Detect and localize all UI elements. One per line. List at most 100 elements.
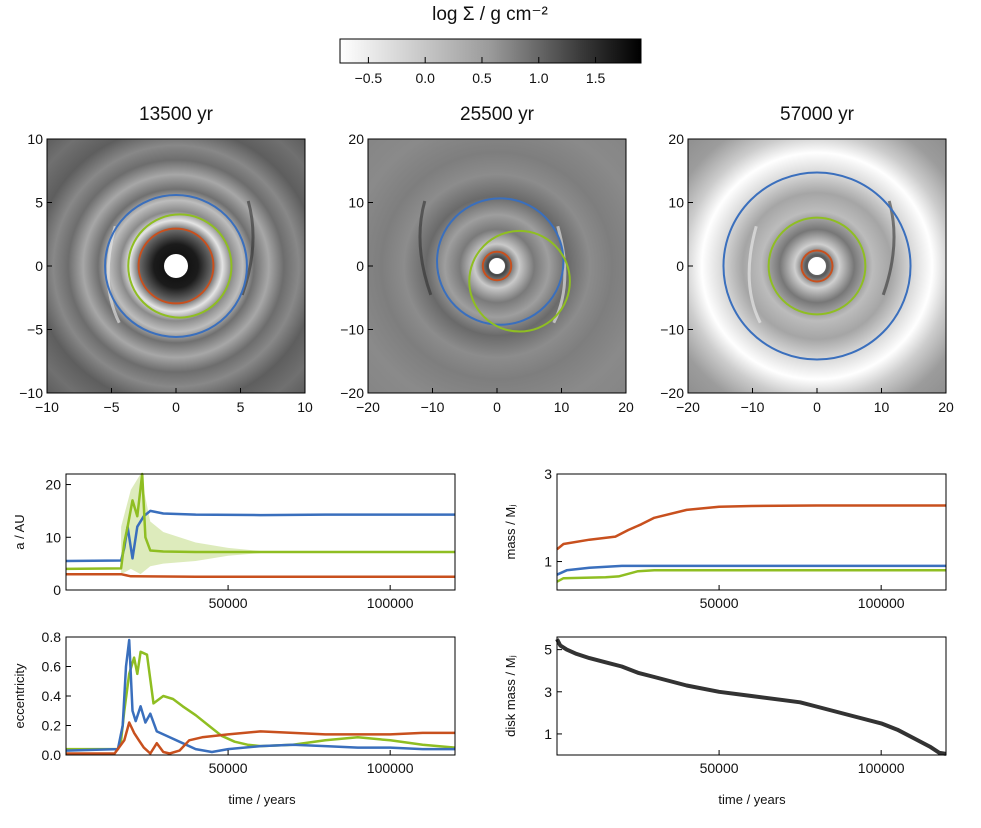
x-tick-label: 20 <box>938 399 954 415</box>
y-tick-label: 10 <box>668 195 684 211</box>
y-tick-label: 0.4 <box>42 688 62 704</box>
y-tick-label: 5 <box>35 195 43 211</box>
x-tick-label: 50000 <box>700 595 739 611</box>
x-tick-label: 10 <box>554 399 570 415</box>
red-orbit <box>800 249 834 283</box>
red-series-line <box>66 572 455 579</box>
x-axis-label-left: time / years <box>228 792 296 807</box>
y-tick-label: 10 <box>45 529 61 545</box>
x-tick-label: 100000 <box>858 595 905 611</box>
x-tick-label: 10 <box>297 399 313 415</box>
x-tick-label: −10 <box>741 399 765 415</box>
colorbar-tick-label: 0.0 <box>415 70 435 86</box>
y-tick-label: 3 <box>544 684 552 700</box>
y-tick-label: 0.6 <box>42 659 62 675</box>
y-tick-label: 1 <box>544 726 552 742</box>
y-tick-label: −20 <box>340 385 364 401</box>
x-tick-label: 100000 <box>858 760 905 776</box>
colorbar-tick-label: 1.0 <box>529 70 549 86</box>
colorbar-tick-label: 0.5 <box>472 70 492 86</box>
green-orbit <box>468 229 571 333</box>
y-tick-label: 0 <box>676 258 684 274</box>
green-series-line <box>556 569 946 583</box>
y-tick-label: 20 <box>348 131 364 147</box>
x-tick-label: 50000 <box>700 760 739 776</box>
x-tick-label: −10 <box>421 399 445 415</box>
y-tick-label: −10 <box>660 322 684 338</box>
y-axis-label: mass / Mⱼ <box>503 505 518 560</box>
x-tick-label: 10 <box>874 399 890 415</box>
x-axis-label-right: time / years <box>718 792 786 807</box>
inner-cavity <box>808 257 826 275</box>
blue-series-line <box>556 564 946 576</box>
y-tick-label: 10 <box>27 131 43 147</box>
y-tick-label: 3 <box>544 466 552 482</box>
y-tick-label: 20 <box>668 131 684 147</box>
x-tick-label: 5 <box>237 399 245 415</box>
black-series-line <box>555 638 947 756</box>
green-series-line <box>66 650 456 751</box>
y-tick-label: 0.2 <box>42 718 62 734</box>
y-tick-label: 0 <box>35 258 43 274</box>
y-tick-label: 20 <box>45 477 61 493</box>
uncertainty-band <box>121 474 261 575</box>
x-tick-label: −20 <box>356 399 380 415</box>
colorbar-scale <box>339 38 642 64</box>
colorbar: log Σ / g cm⁻² −0.5 0.0 0.5 1.0 1.5 <box>339 4 642 86</box>
red-series-line <box>66 721 455 755</box>
panel-frame <box>556 473 947 591</box>
spiral-wake <box>418 200 433 296</box>
x-tick-label: 50000 <box>209 760 248 776</box>
y-axis-label: eccentricity <box>12 663 27 729</box>
y-tick-label: −20 <box>660 385 684 401</box>
red-series-line <box>556 504 946 551</box>
panel-title: 57000 yr <box>780 104 855 125</box>
timeseries-panel-3: 50000 100000 0.0 0.2 0.4 0.6 0.8 eccentricity <box>12 629 456 776</box>
panel-frame <box>556 636 947 756</box>
green-orbit <box>767 216 867 316</box>
green-orbit <box>127 213 233 319</box>
colorbar-tick-label: 1.5 <box>586 70 606 86</box>
red-orbit <box>137 227 215 305</box>
x-tick-label: 0 <box>172 399 180 415</box>
inner-cavity <box>489 258 505 274</box>
x-tick-label: 20 <box>618 399 634 415</box>
x-tick-label: −20 <box>676 399 700 415</box>
y-tick-label: −10 <box>19 385 43 401</box>
colorbar-tick-label: −0.5 <box>355 70 383 86</box>
red-orbit <box>481 250 513 282</box>
y-tick-label: 0 <box>53 582 61 598</box>
timeseries-panel-1: 50000 100000 0 10 20 a / AU <box>12 472 456 611</box>
green-series-line <box>65 472 455 571</box>
spiral-wake <box>240 200 255 296</box>
y-axis-label: disk mass / Mⱼ <box>503 655 518 737</box>
y-tick-label: 0.8 <box>42 629 62 645</box>
y-tick-label: 0.0 <box>42 747 62 763</box>
inner-cavity <box>164 254 188 278</box>
colorbar-label: log Σ / g cm⁻² <box>432 4 548 25</box>
blue-series-line <box>65 638 455 754</box>
blue-orbit <box>436 197 565 326</box>
blue-orbit <box>722 171 912 361</box>
spiral-wake <box>747 225 762 324</box>
y-tick-label: 10 <box>348 195 364 211</box>
spiral-wake <box>106 225 121 324</box>
disk-panel-3: 57000 yr −20 −10 0 10 20 −20 −10 0 10 20 <box>660 104 954 415</box>
x-tick-label: −10 <box>35 399 59 415</box>
blue-orbit <box>104 194 248 338</box>
x-tick-label: 100000 <box>367 595 414 611</box>
panel-frame <box>65 473 456 591</box>
x-tick-label: 0 <box>813 399 821 415</box>
y-tick-label: 1 <box>544 554 552 570</box>
x-tick-label: 0 <box>493 399 501 415</box>
panel-title: 13500 yr <box>139 104 214 125</box>
y-axis-label: a / AU <box>12 514 27 549</box>
y-tick-label: 0 <box>356 258 364 274</box>
x-tick-label: 100000 <box>367 760 414 776</box>
timeseries-panel-2: 50000 100000 1 3 mass / Mⱼ <box>503 466 947 611</box>
y-tick-label: −10 <box>340 322 364 338</box>
x-tick-label: 50000 <box>209 595 248 611</box>
